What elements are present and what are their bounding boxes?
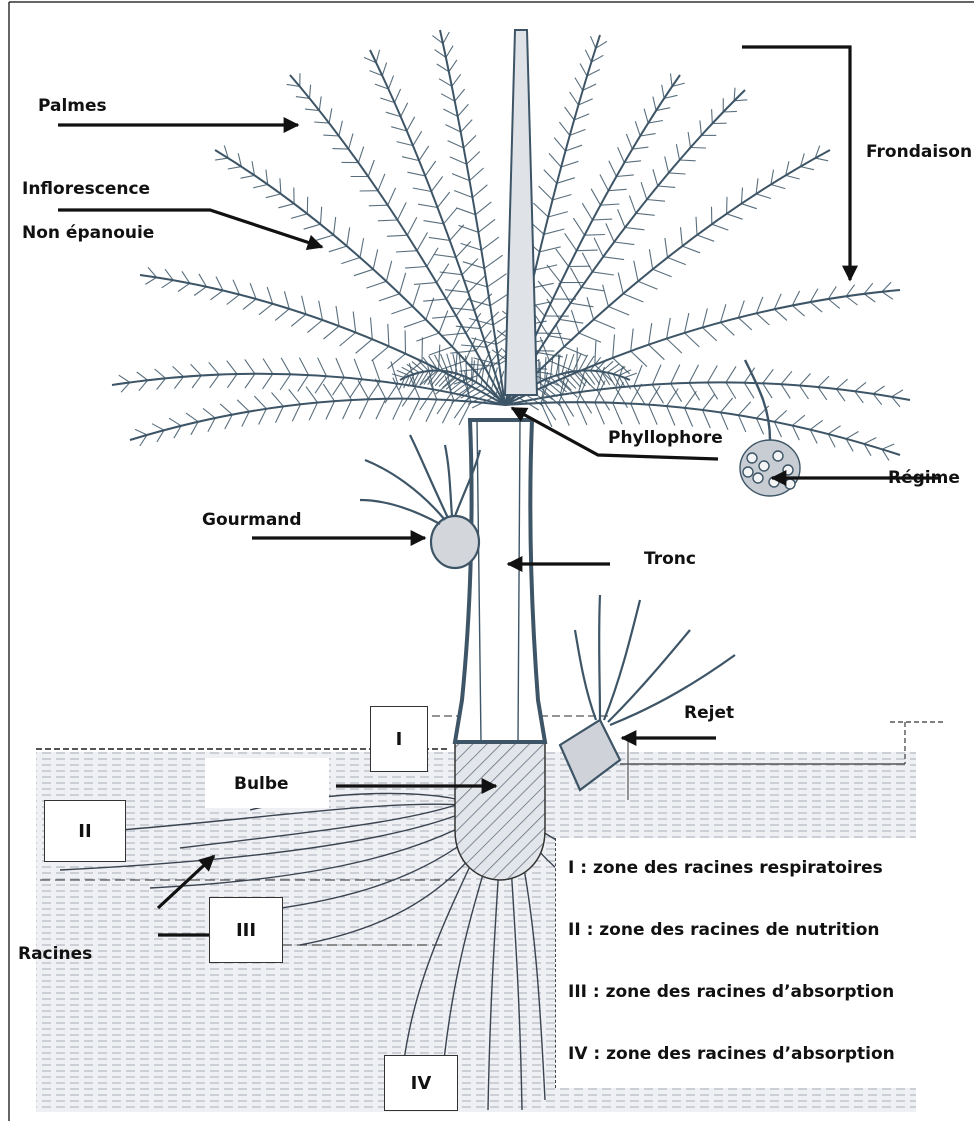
legend-row-iii: III : zone des racines d’absorption bbox=[568, 982, 894, 1002]
regime-bunch bbox=[740, 360, 800, 496]
label-gourmand: Gourmand bbox=[202, 512, 302, 529]
zone-box-i: I bbox=[370, 706, 428, 772]
bulb-shape bbox=[455, 742, 545, 880]
label-inflorescence-line1: Inflorescence bbox=[22, 181, 150, 198]
zone-box-iii: III bbox=[209, 897, 283, 963]
gourmand-shoot bbox=[360, 435, 480, 568]
label-tronc: Tronc bbox=[644, 551, 696, 568]
legend-row-iv: IV : zone des racines d’absorption bbox=[568, 1044, 895, 1064]
label-phyllophore: Phyllophore bbox=[608, 430, 723, 447]
zone-box-iv: IV bbox=[384, 1055, 458, 1111]
frond-rachis bbox=[440, 30, 505, 405]
frond-rachis bbox=[130, 399, 505, 440]
label-regime: Régime bbox=[888, 470, 960, 487]
frond-rachis bbox=[215, 150, 505, 405]
zone-box-ii: II bbox=[44, 800, 126, 862]
label-bulbe: Bulbe bbox=[234, 776, 289, 793]
frond-rachis bbox=[505, 150, 830, 405]
trunk bbox=[455, 420, 545, 742]
central-spear-leaf bbox=[505, 30, 537, 395]
label-racines: Racines bbox=[18, 946, 92, 963]
label-palmes: Palmes bbox=[38, 98, 107, 115]
label-frondaison: Frondaison bbox=[866, 144, 972, 161]
legend-row-i: I : zone des racines respiratoires bbox=[568, 858, 883, 878]
arrow-frondaison bbox=[742, 47, 850, 280]
legend-row-ii: II : zone des racines de nutrition bbox=[568, 920, 879, 940]
label-rejet: Rejet bbox=[684, 705, 734, 722]
label-inflorescence-line2: Non épanouie bbox=[22, 225, 154, 242]
zone-legend: I : zone des racines respiratoires II : … bbox=[555, 838, 968, 1088]
frond-rachis bbox=[290, 75, 505, 405]
